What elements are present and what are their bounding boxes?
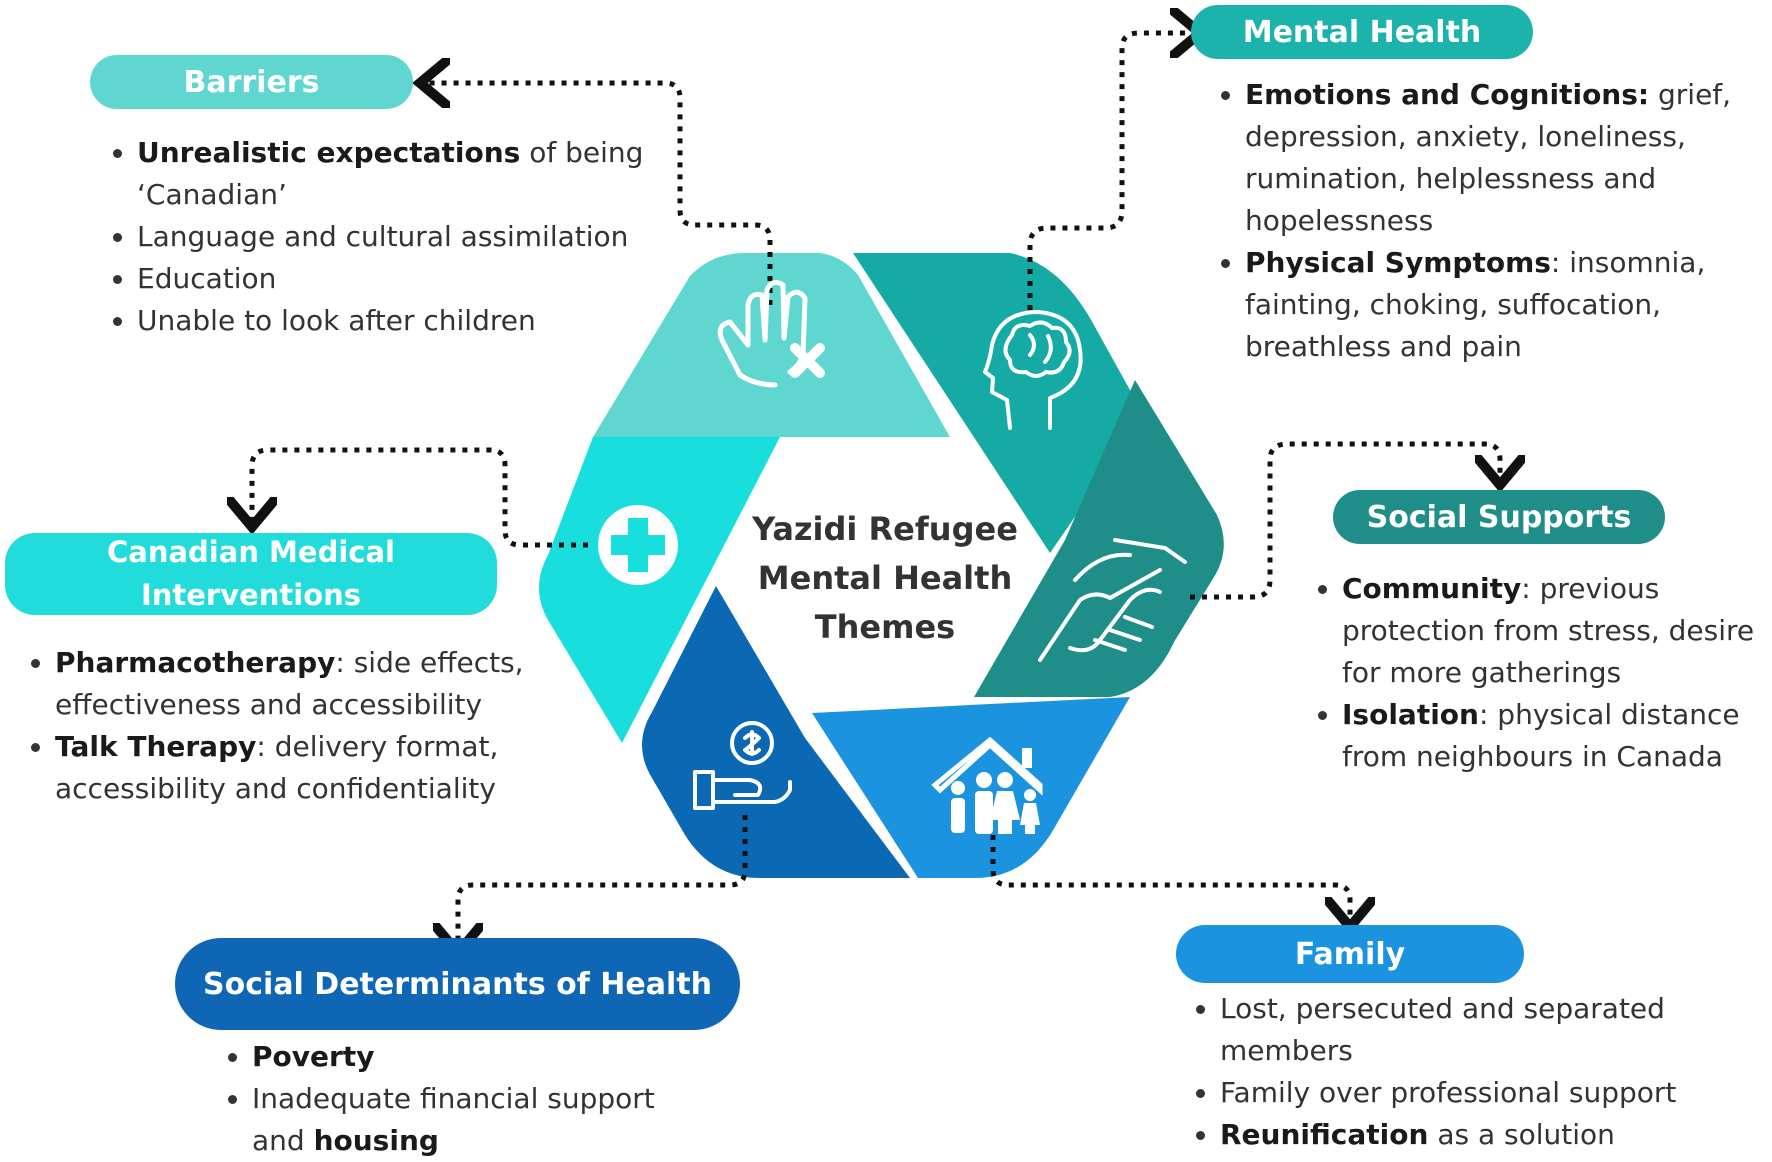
segment-barriers bbox=[593, 253, 950, 437]
mental-health-label: Mental Health bbox=[1242, 14, 1482, 50]
list-item: Community: previous protection from stre… bbox=[1342, 568, 1772, 694]
barriers-label: Barriers bbox=[183, 64, 320, 100]
center-title-line: Yazidi Refugee bbox=[752, 510, 1018, 548]
center-title-line: Themes bbox=[814, 608, 956, 646]
family-pill: Family bbox=[1176, 925, 1524, 983]
family-house-icon bbox=[931, 736, 1043, 834]
list-item: Reunification as a solution bbox=[1220, 1114, 1765, 1156]
list-item: Education bbox=[137, 258, 697, 300]
social-supports-label: Social Supports bbox=[1366, 499, 1632, 535]
connector-mental-health bbox=[1027, 33, 1195, 310]
list-item: Emotions and Cognitions: grief, depressi… bbox=[1245, 74, 1765, 242]
list-item: Lost, persecuted and separated members bbox=[1220, 988, 1765, 1072]
list-item: Pharmacotherapy: side effects, effective… bbox=[55, 642, 575, 726]
hand-cross-icon bbox=[717, 279, 825, 388]
list-item: Family over professional support bbox=[1220, 1072, 1765, 1114]
center-title: Yazidi Refugee Mental Health Themes bbox=[745, 505, 1025, 652]
medical-pill: Canadian Medical Interventions bbox=[5, 533, 497, 615]
list-item: Unrealistic expectations of being ‘Canad… bbox=[137, 132, 697, 216]
segment-mental-health bbox=[853, 253, 1135, 553]
medical-label-line: Interventions bbox=[140, 578, 362, 612]
mental-health-pill: Mental Health bbox=[1191, 5, 1533, 59]
hexagon-ring bbox=[539, 253, 1224, 878]
connectors bbox=[252, 33, 1500, 948]
segment-sdoh bbox=[642, 586, 910, 878]
list-item: Physical Symptoms: insomnia, fainting, c… bbox=[1245, 242, 1765, 368]
connector-medical bbox=[252, 447, 588, 548]
center-title-line: Mental Health bbox=[757, 559, 1013, 597]
medical-label-line: Canadian Medical bbox=[106, 535, 395, 569]
sdoh-label: Social Determinants of Health bbox=[203, 966, 712, 1002]
list-item: Talk Therapy: delivery format, accessibi… bbox=[55, 726, 575, 810]
mental-health-list: Emotions and Cognitions: grief, depressi… bbox=[1213, 74, 1765, 368]
segment-medical bbox=[539, 437, 780, 743]
medical-list: Pharmacotherapy: side effects, effective… bbox=[23, 642, 575, 810]
list-item: Isolation: physical distance from neighb… bbox=[1342, 694, 1772, 778]
connector-barriers bbox=[425, 83, 773, 305]
segment-social-supports bbox=[974, 380, 1224, 697]
connector-family bbox=[990, 835, 1350, 922]
sdoh-list: Poverty Inadequate financial support and… bbox=[220, 1036, 692, 1162]
list-item: Unable to look after children bbox=[137, 300, 697, 342]
connector-social-supports bbox=[1190, 441, 1500, 600]
barriers-pill: Barriers bbox=[90, 55, 413, 109]
medical-cross-icon bbox=[598, 505, 678, 585]
list-item: Poverty bbox=[252, 1036, 692, 1078]
family-list: Lost, persecuted and separated members F… bbox=[1188, 988, 1765, 1156]
sdoh-pill: Social Determinants of Health bbox=[175, 938, 740, 1030]
connector-sdoh bbox=[458, 815, 748, 948]
list-item: Inadequate financial support and housing bbox=[252, 1078, 692, 1162]
social-supports-list: Community: previous protection from stre… bbox=[1310, 568, 1772, 778]
barriers-list: Unrealistic expectations of being ‘Canad… bbox=[105, 132, 697, 342]
handshake-icon bbox=[1038, 538, 1187, 662]
list-item: Language and cultural assimilation bbox=[137, 216, 697, 258]
segment-family bbox=[812, 697, 1130, 878]
family-label: Family bbox=[1294, 936, 1406, 972]
social-supports-pill: Social Supports bbox=[1333, 490, 1665, 544]
money-hand-icon bbox=[693, 721, 792, 810]
brain-head-icon bbox=[983, 310, 1083, 430]
